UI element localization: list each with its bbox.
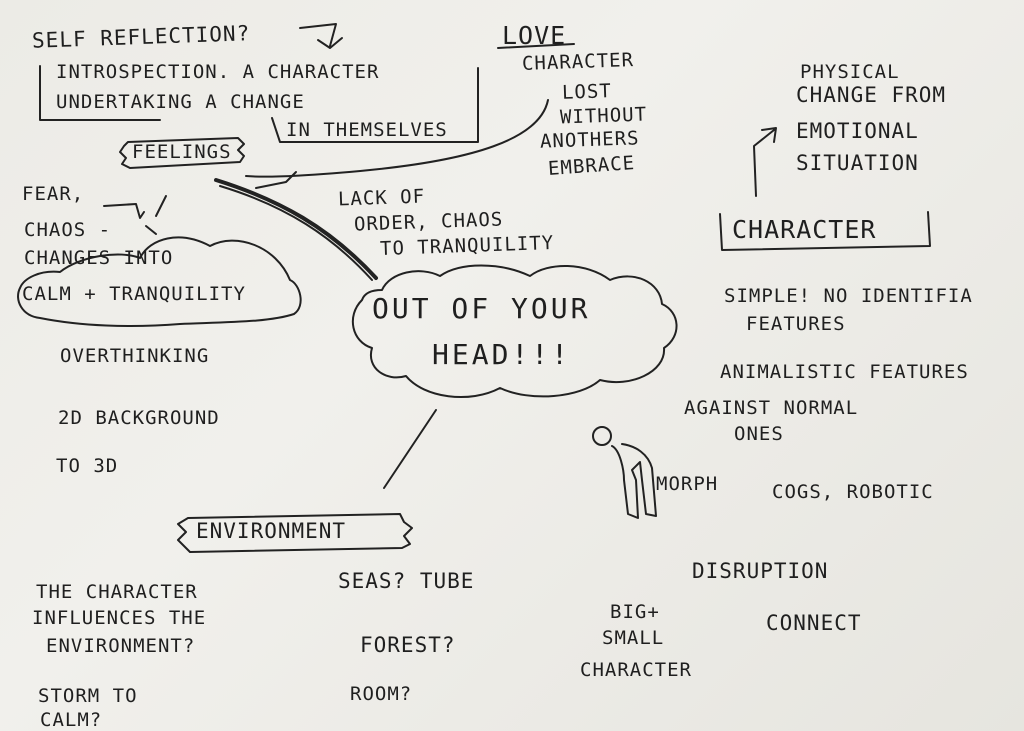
- room-text: ROOM?: [350, 683, 413, 705]
- storm-line-2: CALM?: [40, 709, 103, 731]
- against-line-1: AGAINST NORMAL: [684, 397, 859, 419]
- figure-body-icon: [611, 443, 657, 519]
- lack-line-3: TO TRANQUILITY: [379, 231, 555, 261]
- environment-label: ENVIRONMENT: [196, 519, 347, 543]
- disruption-text: DISRUPTION: [692, 559, 829, 583]
- cloud-line-1: OUT OF YOUR: [372, 292, 591, 325]
- fear-line-1: FEAR,: [22, 183, 85, 205]
- fear-line-2: CHAOS -: [24, 219, 112, 241]
- character-title: CHARACTER: [732, 215, 877, 244]
- figure-head-icon: [592, 426, 612, 446]
- background-line-2: TO 3D: [56, 455, 119, 477]
- big-line-1: BIG+: [610, 601, 660, 623]
- love-line-2: LOST: [561, 80, 613, 104]
- feelings-to-fear-line: [255, 171, 297, 189]
- influences-line-1: THE CHARACTER: [36, 581, 198, 603]
- introspection-line-1: INTROSPECTION. A CHARACTER: [56, 61, 380, 83]
- connect-text: CONNECT: [766, 611, 862, 635]
- physical-line-2: CHANGE FROM: [796, 83, 947, 107]
- introspection-line-3: IN THEMSELVES: [286, 119, 448, 141]
- feelings-label: FEELINGS: [132, 141, 232, 163]
- big-line-2: SMALL: [602, 627, 665, 649]
- big-line-3: CHARACTER: [580, 659, 692, 681]
- fear-line-4: CALM + TRANQUILITY: [22, 283, 246, 305]
- love-title: LOVE: [502, 21, 567, 50]
- background-line-1: 2D BACKGROUND: [58, 407, 220, 429]
- fear-line-3: CHANGES INTO: [24, 247, 174, 269]
- influences-line-2: INFLUENCES THE: [32, 607, 207, 629]
- storm-line-1: STORM TO: [38, 685, 138, 707]
- simple-line-2: FEATURES: [746, 313, 846, 335]
- cloud-line-2: HEAD!!!: [432, 338, 572, 371]
- physical-line-1: PHYSICAL: [800, 61, 900, 83]
- cloud-to-environment-line: [383, 409, 437, 489]
- self-reflection-text: SELF REFLECTION?: [31, 21, 251, 53]
- overthinking-text: OVERTHINKING: [60, 345, 210, 367]
- main-cloud-outline: [352, 264, 678, 399]
- forest-text: FOREST?: [360, 633, 456, 657]
- animalistic-line: ANIMALISTIC FEATURES: [720, 361, 969, 383]
- lack-line-2: ORDER, CHAOS: [353, 208, 504, 236]
- influences-line-3: ENVIRONMENT?: [46, 635, 196, 657]
- love-line-4: ANOTHERS: [539, 127, 640, 153]
- seas-text: SEAS? TUBE: [338, 569, 475, 593]
- lack-line-1: LACK OF: [337, 185, 426, 211]
- love-line-5: EMBRACE: [547, 151, 636, 181]
- physical-line-4: SITUATION: [796, 151, 919, 175]
- against-line-2: ONES: [734, 423, 784, 445]
- physical-line-3: EMOTIONAL: [796, 119, 919, 143]
- love-line-1: CHARACTER: [521, 49, 635, 75]
- down-arrow-icon: [299, 23, 343, 49]
- simple-line-1: SIMPLE! NO IDENTIFIA: [724, 285, 973, 307]
- cogs-text: COGS, ROBOTIC: [772, 481, 934, 503]
- introspection-line-2: UNDERTAKING A CHANGE: [56, 91, 305, 113]
- morph-text: MORPH: [656, 473, 719, 495]
- up-arrow-icon: [753, 127, 777, 197]
